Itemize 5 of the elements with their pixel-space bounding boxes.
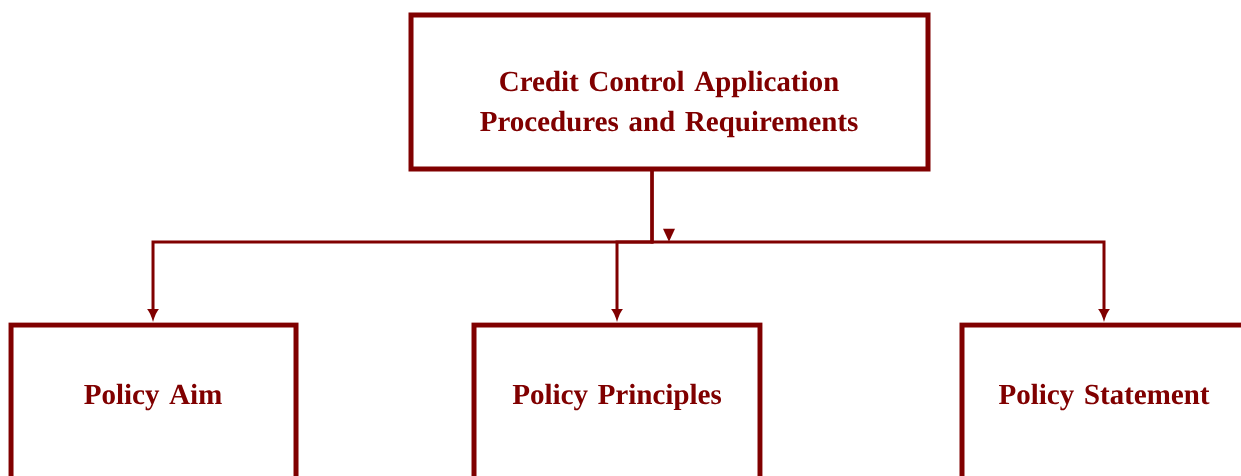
policy-box: Policy Principles: [471, 322, 763, 476]
arrow: [650, 169, 1109, 319]
title-box: Credit Control Application Procedures and Requirements: [408, 12, 931, 172]
policy-box: Policy Statement: [959, 322, 1241, 476]
policy-box: Policy Aim: [8, 322, 299, 476]
